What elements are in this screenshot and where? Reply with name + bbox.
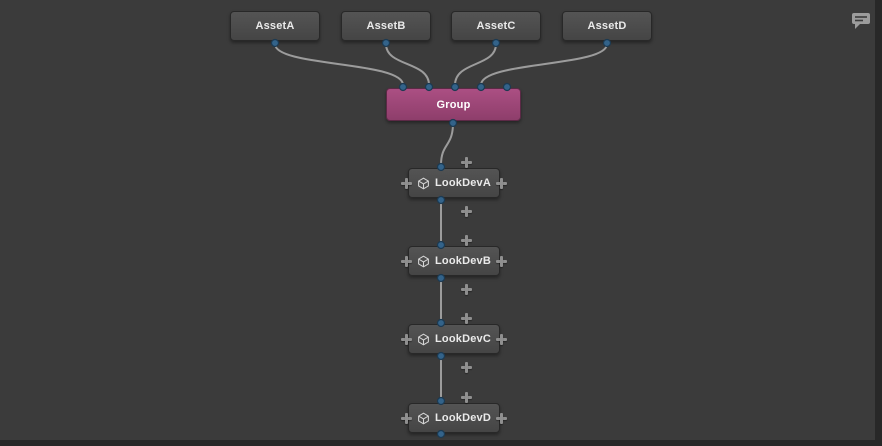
plus-lookdevc-left-icon[interactable] [400, 333, 412, 345]
plus-lookdevc-top-icon[interactable] [460, 312, 472, 324]
plus-lookdeva-left-icon[interactable] [400, 177, 412, 189]
plus-lookdevd-top-icon[interactable] [460, 391, 472, 403]
wire-assetd-to-group[interactable] [480, 43, 608, 86]
node-label: AssetB [366, 20, 406, 32]
plus-lookdevc-bottom-icon[interactable] [460, 361, 472, 373]
node-asseta[interactable]: AssetA [230, 11, 320, 41]
node-assetc[interactable]: AssetC [451, 11, 541, 41]
node-label: LookDevA [435, 177, 491, 189]
node-label: LookDevC [435, 333, 491, 345]
horizontal-scrollbar[interactable] [0, 440, 882, 446]
wire-group-to-lookdeva[interactable] [440, 122, 454, 166]
wire-assetb-to-group[interactable] [385, 43, 430, 86]
cube-icon [417, 333, 430, 346]
node-assetd[interactable]: AssetD [562, 11, 652, 41]
annotation-button[interactable] [849, 11, 873, 31]
node-label: Group [436, 98, 471, 111]
plus-lookdeva-right-icon[interactable] [495, 177, 507, 189]
plus-lookdeva-top-icon[interactable] [460, 156, 472, 168]
node-lookdeva[interactable]: LookDevA [408, 168, 500, 198]
plus-lookdevd-right-icon[interactable] [495, 412, 507, 424]
node-label: LookDevD [435, 412, 491, 424]
wire-assetc-to-group[interactable] [454, 43, 497, 86]
cube-icon [417, 177, 430, 190]
plus-lookdevb-top-icon[interactable] [460, 234, 472, 246]
plus-lookdevb-right-icon[interactable] [495, 255, 507, 267]
plus-lookdevc-right-icon[interactable] [495, 333, 507, 345]
node-lookdevd[interactable]: LookDevD [408, 403, 500, 433]
plus-lookdevd-left-icon[interactable] [400, 412, 412, 424]
node-label: AssetA [255, 20, 295, 32]
node-label: AssetC [476, 20, 516, 32]
wire-asseta-to-group[interactable] [274, 43, 404, 86]
node-lookdevc[interactable]: LookDevC [408, 324, 500, 354]
node-assetb[interactable]: AssetB [341, 11, 431, 41]
node-label: AssetD [587, 20, 627, 32]
plus-lookdevb-left-icon[interactable] [400, 255, 412, 267]
vertical-scrollbar[interactable] [875, 0, 882, 446]
comment-bubble-icon [852, 13, 870, 29]
cube-icon [417, 255, 430, 268]
node-label: LookDevB [435, 255, 491, 267]
node-group[interactable]: Group [386, 88, 521, 121]
cube-icon [417, 412, 430, 425]
plus-lookdeva-bottom-icon[interactable] [460, 205, 472, 217]
node-lookdevb[interactable]: LookDevB [408, 246, 500, 276]
plus-lookdevb-bottom-icon[interactable] [460, 283, 472, 295]
